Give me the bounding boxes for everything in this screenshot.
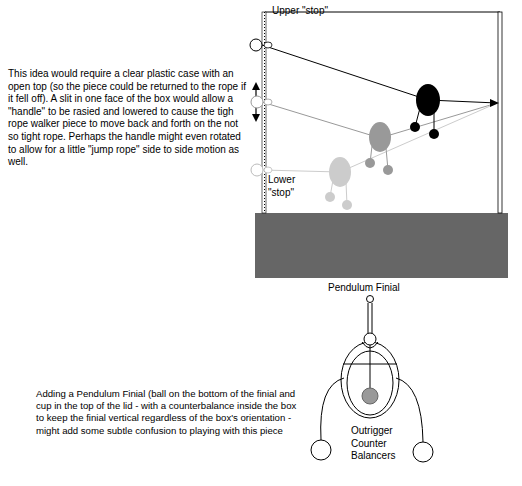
stop-label: Upper "stop"	[272, 5, 352, 18]
description-note: This idea would require a clear plastic …	[8, 68, 250, 169]
rope-lines	[262, 45, 499, 172]
handle-knobs	[250, 39, 272, 176]
walker-figure	[325, 157, 352, 210]
part-label: Outrigger Counter Balancers	[351, 425, 407, 463]
walker-figure	[365, 122, 393, 175]
stop-label: Lower "stop"	[268, 174, 304, 199]
pendulum-finial	[311, 296, 433, 463]
part-label: Pendulum Finial	[328, 282, 418, 295]
base-block	[255, 213, 508, 278]
description-note: Adding a Pendulum Finial (ball on the bo…	[36, 388, 304, 437]
walker-figure	[410, 84, 440, 139]
case-right-wall	[498, 12, 502, 213]
